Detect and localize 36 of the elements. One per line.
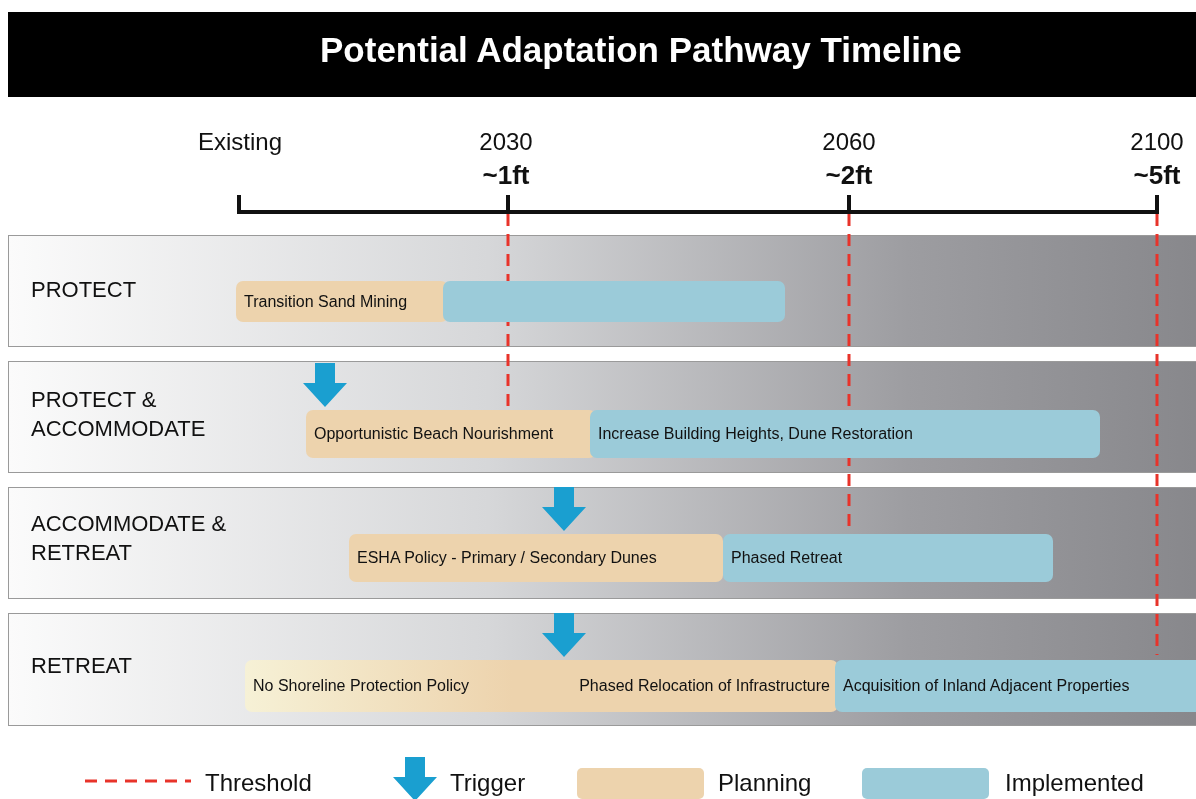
implemented-bar	[443, 281, 785, 322]
diagram-title: Potential Adaptation Pathway Timeline	[320, 30, 962, 70]
timeline-label: 2060	[822, 128, 876, 156]
action-label: Opportunistic Beach Nourishment	[314, 425, 554, 443]
implemented-bar	[835, 660, 1196, 712]
planning-bar	[349, 534, 723, 582]
action-label: Acquisition of Inland Adjacent Properties	[843, 677, 1130, 695]
action-label: Phased Relocation of Infrastructure	[579, 677, 830, 695]
planning-legend-label: Planning	[718, 769, 812, 797]
trigger-legend-label: Trigger	[450, 769, 526, 797]
action-label: Transition Sand Mining	[244, 292, 408, 311]
pathway-band	[8, 613, 1196, 726]
timeline-label: ~1ft	[482, 160, 530, 191]
action-label: Increase Building Heights, Dune Restoration	[598, 425, 913, 443]
trigger-arrow	[542, 613, 586, 657]
timeline-label: 2030	[479, 128, 533, 156]
pathway-heading: RETREAT	[31, 652, 134, 680]
action-label: Phased Retreat	[731, 549, 843, 567]
pathway-band	[8, 361, 1196, 473]
timeline-label: ~5ft	[1133, 160, 1181, 191]
action-label: No Shoreline Protection Policy	[253, 677, 470, 695]
pathway-heading: PROTECT & ACCOMMODATE	[31, 386, 207, 443]
timeline-label: ~2ft	[825, 160, 873, 191]
trigger-arrow	[542, 487, 586, 531]
trigger-arrow	[303, 363, 347, 407]
planning-bar	[245, 660, 838, 712]
implemented-legend-label: Implemented	[1005, 769, 1144, 797]
pathway-heading: ACCOMMODATE & RETREAT	[31, 510, 228, 567]
pathway-band	[8, 487, 1196, 599]
pathway-band	[8, 235, 1196, 347]
timeline-label: Existing	[198, 128, 282, 156]
timeline-label: 2100	[1130, 128, 1184, 156]
threshold-legend-label: Threshold	[205, 769, 312, 797]
implemented-bar	[590, 410, 1100, 458]
action-label: ESHA Policy - Primary / Secondary Dunes	[357, 549, 657, 567]
implemented-bar	[723, 534, 1053, 582]
